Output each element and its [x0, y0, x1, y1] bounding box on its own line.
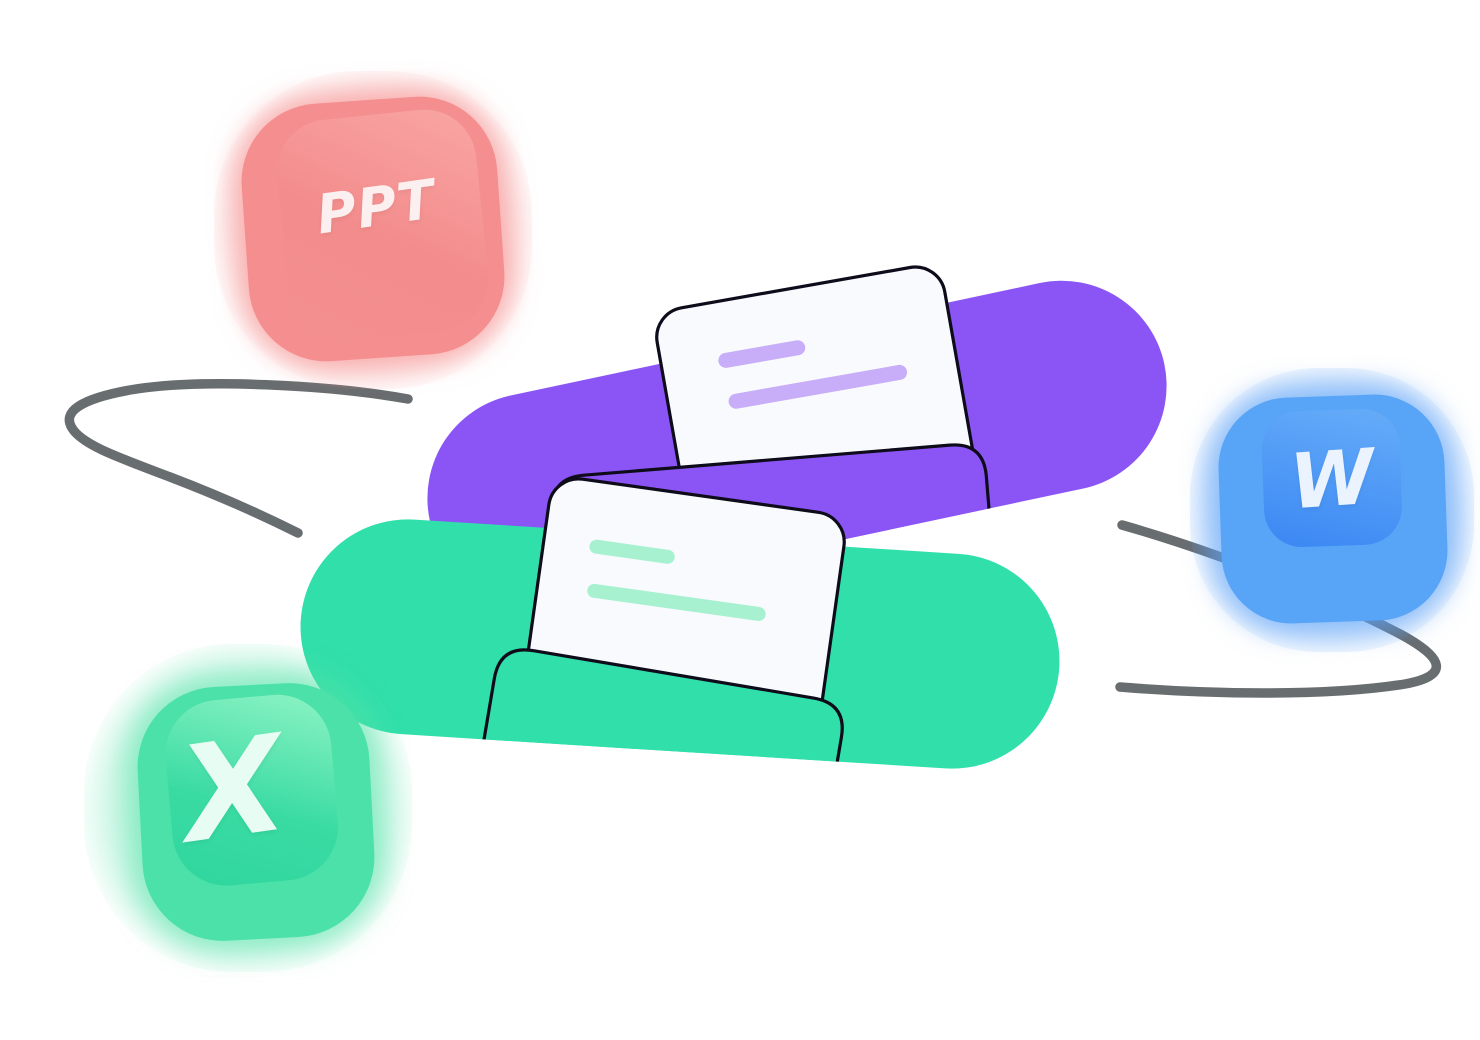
powerpoint-file-icon: PPT: [214, 71, 532, 389]
document-text-line: [589, 539, 675, 564]
document-text-line: [718, 340, 806, 368]
document-text-line: [728, 364, 908, 409]
word-file-icon: W: [1190, 368, 1474, 652]
word-icon-label: W: [1287, 431, 1377, 527]
left-swoosh-curve: [64, 379, 413, 538]
excel-file-icon: X: [84, 644, 412, 972]
excel-icon-label: X: [171, 706, 295, 874]
document-text-line: [587, 583, 766, 621]
